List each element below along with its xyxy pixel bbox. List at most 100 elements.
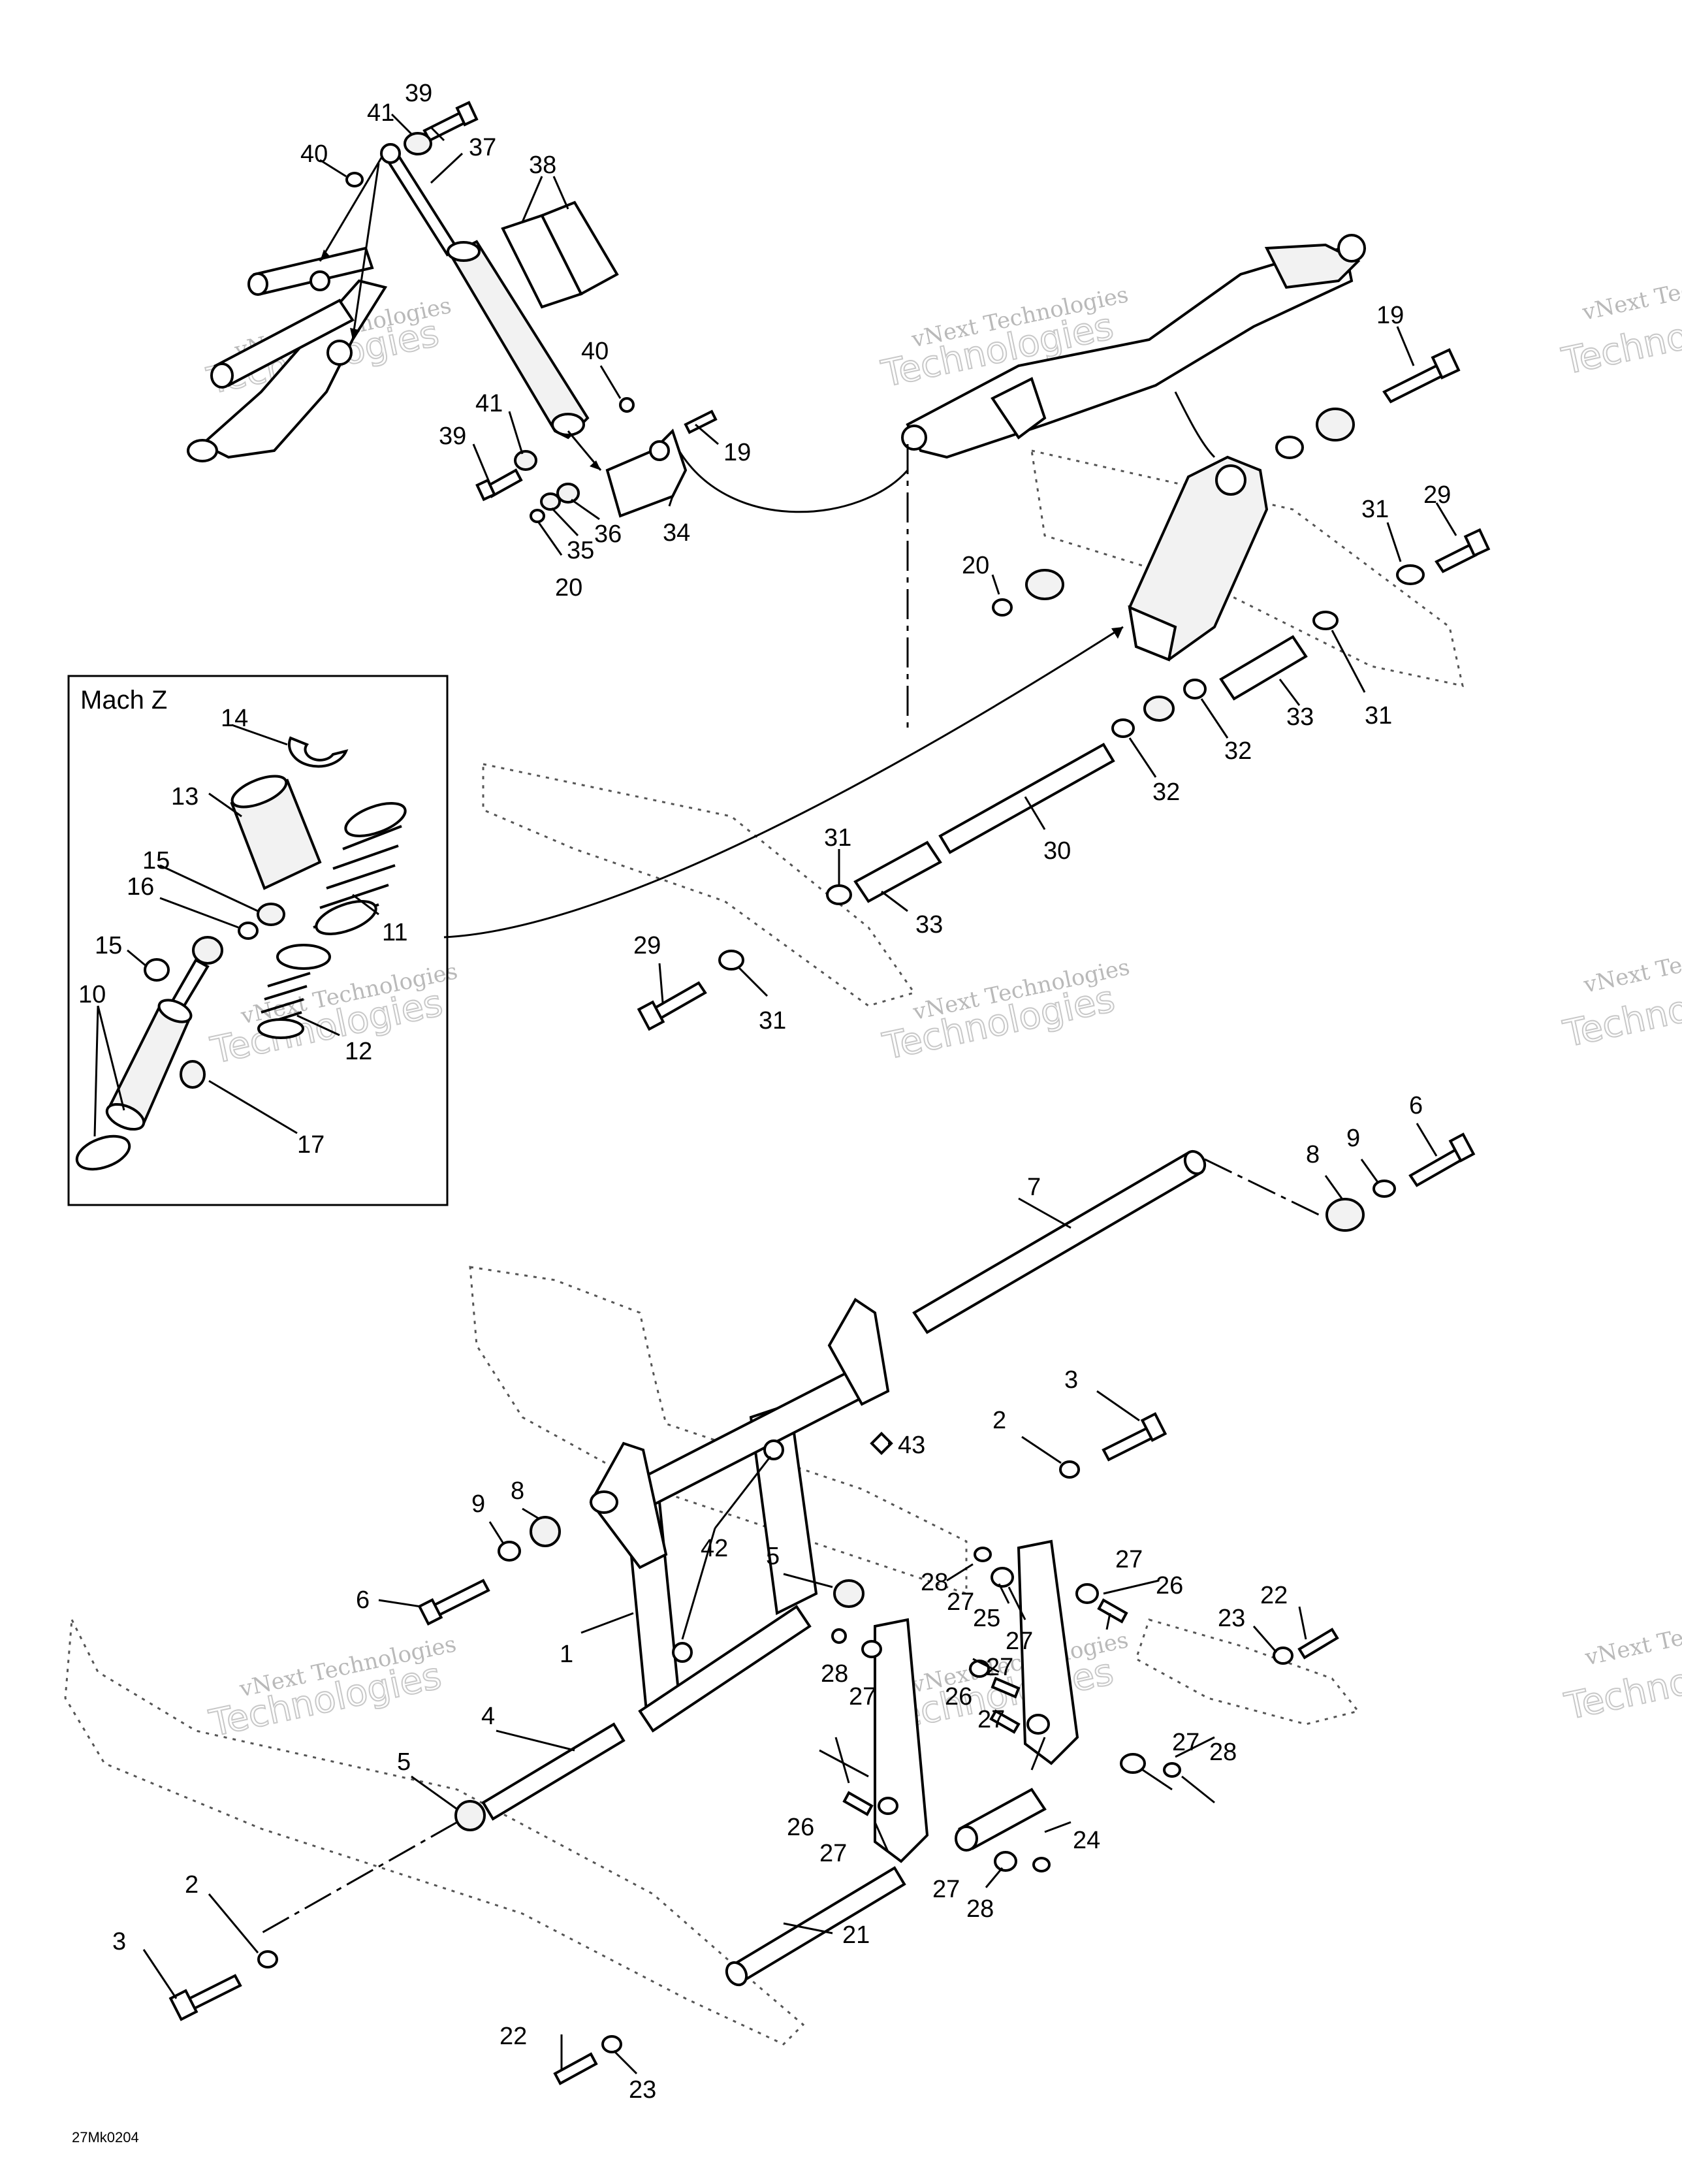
spacer-20: [1025, 569, 1064, 600]
callout: 32: [1152, 779, 1180, 806]
axle-4-centerline: [261, 1821, 458, 1935]
washer-27: [861, 1640, 882, 1658]
bushing-36: [556, 483, 580, 504]
bolt-head: [1448, 1132, 1476, 1163]
callout: 26: [945, 1683, 972, 1710]
watermark-edge: Technologies vNext Technologies: [1561, 1599, 1682, 1729]
callout: 27: [947, 1588, 974, 1616]
nut-40: [345, 172, 364, 187]
axle-7: [912, 1151, 1203, 1334]
callout: 27: [1115, 1546, 1143, 1573]
watermark-edge: Technologies vNext Technologies: [1558, 255, 1682, 384]
callout: 3: [1064, 1366, 1078, 1394]
connector-curve: [678, 450, 909, 513]
callout: 6: [1409, 1092, 1423, 1119]
arrow-head: [350, 328, 358, 340]
callout: 23: [1218, 1605, 1245, 1632]
bushing-41: [514, 450, 537, 471]
spring-coil: [315, 900, 377, 935]
callout: 39: [405, 80, 432, 107]
inset-to-shock-curve: [443, 626, 1124, 939]
mach-z-inset: Mach Z: [67, 675, 449, 1206]
washer-32: [1111, 718, 1135, 738]
callout: 28: [921, 1569, 948, 1596]
callout: 33: [1286, 703, 1314, 731]
arm-hole: [326, 340, 353, 366]
nut-20: [992, 598, 1013, 617]
bolt-26: [989, 1709, 1021, 1734]
shock-bottom: [105, 1102, 146, 1131]
axle-7-centerline: [1204, 1158, 1320, 1216]
callout: 26: [1156, 1572, 1183, 1599]
callout: 28: [821, 1660, 848, 1688]
nut-28: [1163, 1762, 1181, 1778]
callout: 7: [1027, 1174, 1041, 1201]
washer-31: [1396, 564, 1425, 585]
bolt-26: [1097, 1598, 1128, 1624]
grease-fitting-42: [672, 1642, 693, 1663]
callout: 40: [300, 140, 328, 168]
bushing-15: [144, 958, 170, 982]
bushing-17: [180, 1060, 206, 1089]
washer-9-left: [498, 1541, 521, 1562]
callout: 19: [1376, 302, 1404, 329]
bushing-small: [1275, 436, 1304, 459]
bolt-6-left: [429, 1579, 490, 1618]
washer-27: [1075, 1583, 1099, 1604]
callout: 1: [560, 1641, 573, 1668]
watermark-small: vNext Technologies: [1579, 255, 1682, 327]
washer-27: [991, 1567, 1014, 1588]
callout: 27: [819, 1840, 847, 1867]
callout: 12: [345, 1038, 372, 1065]
callout: 31: [824, 824, 851, 852]
callout: 31: [1361, 496, 1389, 523]
inset-title: Mach Z: [80, 686, 167, 715]
callout: 27: [932, 1876, 960, 1903]
spacer-end: [955, 1825, 978, 1852]
washer-27: [878, 1797, 898, 1815]
shock-cap: [447, 241, 481, 262]
shock-eye: [380, 143, 401, 164]
bushing-5-right: [833, 1579, 865, 1608]
callout: 31: [759, 1007, 786, 1035]
arrow-head: [590, 460, 601, 470]
callout: 20: [555, 574, 582, 602]
sleeve-33-right: [1219, 635, 1308, 701]
callout: 37: [469, 134, 496, 161]
callout: 28: [966, 1895, 994, 1923]
bolt-head: [637, 1000, 665, 1031]
callout: 2: [185, 1871, 198, 1899]
callout: 40: [581, 338, 609, 365]
bolt-19-left: [684, 410, 718, 434]
callout: 4: [481, 1703, 495, 1730]
callout: 15: [95, 932, 122, 959]
bolt-29-right: [1435, 543, 1478, 573]
axle-21: [729, 1866, 906, 1984]
connector-curve: [1174, 391, 1216, 458]
lower-frame-plate: [469, 1266, 968, 1596]
bolt-26: [991, 1677, 1021, 1699]
callout: 8: [511, 1477, 524, 1505]
clip-14: [288, 736, 349, 768]
bolt-22-right: [1297, 1628, 1339, 1660]
bushing-41: [404, 132, 432, 155]
washer-27: [1120, 1753, 1146, 1774]
bushing-35: [540, 492, 561, 511]
nut-20: [530, 509, 545, 523]
washer-23-right: [1273, 1646, 1293, 1665]
callout: 25: [973, 1605, 1000, 1632]
nut-28: [1032, 1857, 1051, 1872]
callout: 34: [663, 519, 690, 547]
tube-end: [590, 1490, 618, 1514]
bushing-16: [238, 922, 259, 940]
top-left-shock-group: [187, 101, 718, 523]
callout: 27: [977, 1706, 1005, 1733]
callout: 27: [1172, 1729, 1199, 1756]
callout: 3: [112, 1928, 126, 1955]
spring-coil: [257, 1018, 304, 1039]
link-arm-right: [1017, 1539, 1079, 1765]
bolt-head: [475, 478, 496, 502]
callout: 42: [701, 1535, 728, 1562]
washer-31: [718, 950, 744, 971]
callout: 35: [567, 537, 594, 564]
